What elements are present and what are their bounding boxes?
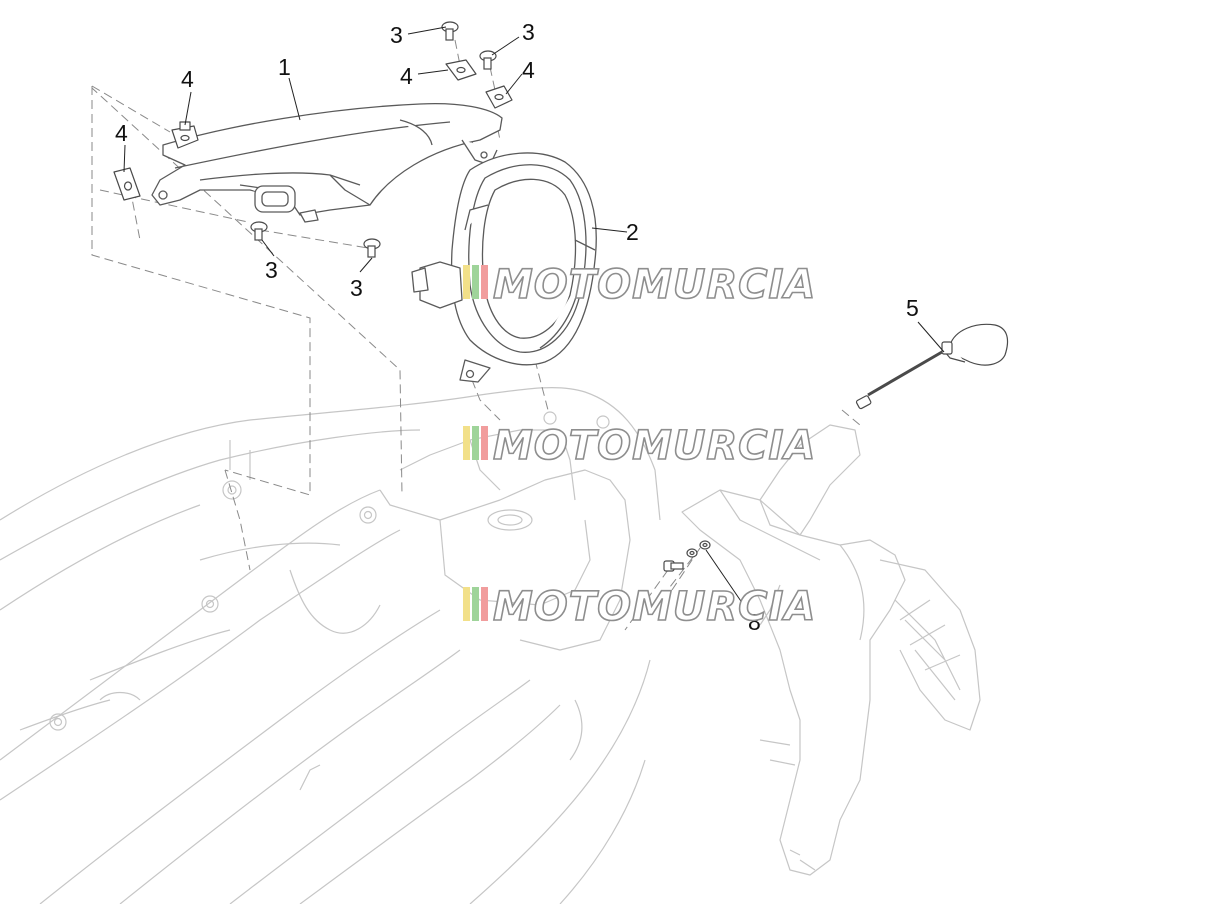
watermark-stripe	[472, 426, 479, 460]
leader-lines	[123, 26, 945, 611]
screw-lower-right	[363, 238, 381, 258]
part-8-washers	[686, 540, 711, 558]
callout-3-top-right: 3	[522, 19, 535, 45]
watermark-stripe	[472, 265, 479, 299]
callout-3-top-left: 3	[390, 22, 403, 48]
part-4-clips	[113, 59, 513, 201]
part-2-tail-light-unit	[411, 152, 597, 383]
clip-top-right	[485, 85, 513, 109]
callout-2: 2	[626, 219, 639, 245]
watermark-2: MOTOMURCIA	[463, 422, 816, 470]
clip-lower-left	[113, 167, 141, 201]
watermark-text: MOTOMURCIA	[493, 584, 816, 630]
watermark-text: MOTOMURCIA	[493, 262, 816, 308]
callout-4-lower-left: 4	[115, 120, 128, 146]
callouts: 3 3 4 4 4 4 1 2 3 3 5 8	[115, 19, 919, 635]
screw-bolt-small	[663, 560, 684, 572]
watermark-3: MOTOMURCIA	[463, 583, 816, 631]
screw-top-left	[441, 21, 459, 41]
part-5-plate-light	[855, 323, 1009, 410]
watermark-stripe	[463, 426, 470, 460]
watermark-stripe	[481, 587, 488, 621]
screw-top-right	[479, 50, 497, 70]
watermark-stripe	[463, 587, 470, 621]
callout-4-top-center: 4	[400, 63, 413, 89]
part-1-tail-light-cover	[151, 102, 503, 223]
rear-mudguard	[681, 424, 981, 876]
clip-top-center	[445, 59, 477, 81]
watermark-stripe	[481, 426, 488, 460]
screw-lower-left	[250, 221, 268, 241]
part-3-screws	[250, 21, 684, 572]
watermark-text: MOTOMURCIA	[493, 423, 816, 469]
watermark-stripe	[481, 265, 488, 299]
callout-3-lower-right: 3	[350, 275, 363, 301]
callout-1: 1	[278, 54, 291, 80]
watermark-stripe	[472, 587, 479, 621]
callout-4-top-right: 4	[522, 57, 535, 83]
callout-4-upper-left: 4	[181, 66, 194, 92]
watermark-stripe	[463, 265, 470, 299]
watermark-1: MOTOMURCIA	[463, 261, 816, 309]
callout-8: 8	[748, 609, 761, 635]
rear-frame	[0, 387, 661, 904]
callout-5: 5	[906, 295, 919, 321]
callout-3-lower-left: 3	[265, 257, 278, 283]
clip-upper-left	[171, 121, 199, 149]
